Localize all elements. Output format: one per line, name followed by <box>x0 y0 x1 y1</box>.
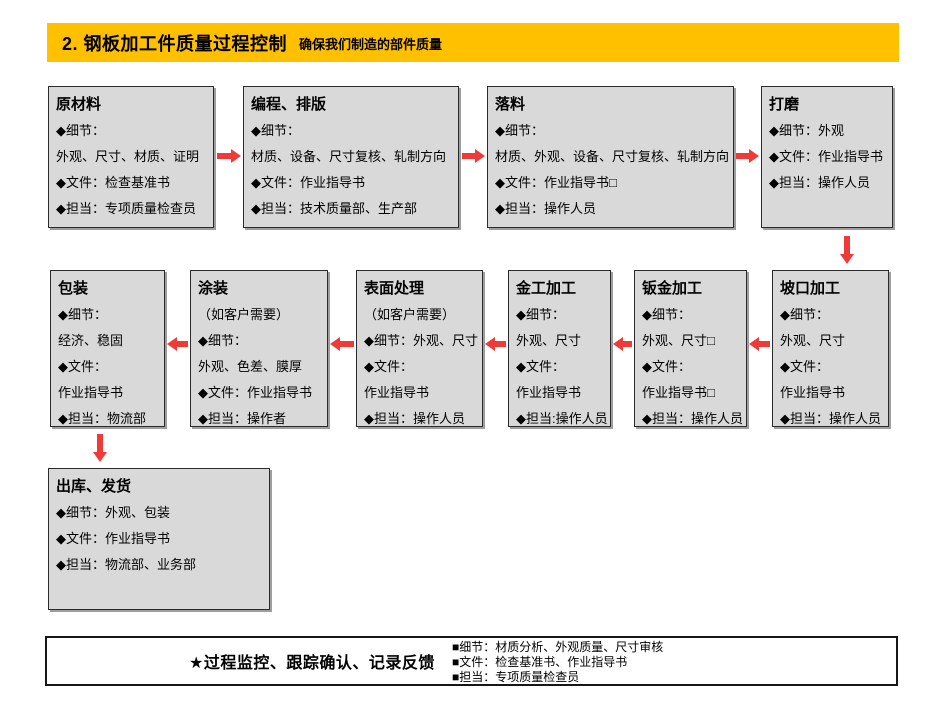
flow-arrow-left-icon <box>613 337 632 351</box>
footer-items: ■细节：材质分析、外观质量、尺寸审核 ■文件：检查基准书、作业指导书 ■担当：专… <box>452 640 663 685</box>
page-subtitle: 确保我们制造的部件质量 <box>299 37 443 52</box>
process-box-line: ◆文件：作业指导书 <box>56 531 170 546</box>
flow-arrow-right-icon <box>736 149 759 163</box>
process-box-raw-material: 原材料 ◆细节： 外观、尺寸、材质、证明 ◆文件：检查基准书 ◆担当：专项质量检… <box>48 86 214 228</box>
process-box-line: 作业指导书 <box>364 385 430 400</box>
process-box-line: 外观、尺寸 <box>780 333 846 348</box>
process-box-line: （如客户需要） <box>364 307 456 322</box>
process-box-line: 作业指导书 <box>780 385 846 400</box>
flow-arrow-down-icon <box>93 434 107 462</box>
process-box-title: 表面处理 <box>364 280 425 297</box>
process-box-packaging: 包装 ◆细节： 经济、稳固 ◆文件： 作业指导书 ◆担当：物流部 <box>50 270 165 427</box>
process-box-title: 涂装 <box>198 280 229 297</box>
process-box-line: ◆担当：物流部、业务部 <box>56 557 196 572</box>
footer-item: ■担当：专项质量检查员 <box>452 670 580 684</box>
process-box-line: 作业指导书 <box>58 385 124 400</box>
process-box-metalworking: 金工加工 ◆细节： 外观、尺寸 ◆文件： 作业指导书 ◆担当:操作人员 <box>508 270 611 427</box>
footer-highlight: ★过程监控、跟踪确认、记录反馈 <box>189 655 435 672</box>
process-box-title: 钣金加工 <box>642 280 703 297</box>
process-box-line: ◆文件： <box>780 359 829 374</box>
process-box-line: ◆文件：作业指导书 <box>251 175 365 190</box>
title-banner: 2. 钢板加工件质量过程控制 确保我们制造的部件质量 <box>47 23 899 62</box>
process-box-grinding: 打磨 ◆细节：外观 ◆文件：作业指导书 ◆担当：操作人员 <box>761 86 893 228</box>
process-box-line: ◆担当：技术质量部、生产部 <box>251 201 417 216</box>
process-box-title: 编程、排版 <box>251 96 327 113</box>
process-box-line: ◆文件：作业指导书 <box>198 385 312 400</box>
process-box-line: （如客户需要） <box>198 307 290 322</box>
process-box-line: ◆细节：外观、尺寸 <box>364 333 478 348</box>
process-box-line: ◆担当：操作人员 <box>364 411 465 426</box>
process-box-line: 作业指导书□ <box>642 385 715 400</box>
process-box-line: ◆担当：物流部 <box>58 411 146 426</box>
process-box-line: ◆细节： <box>198 333 247 348</box>
process-box-line: ◆细节： <box>642 307 691 322</box>
flow-arrow-left-icon <box>167 337 188 351</box>
process-box-line: ◆文件： <box>642 359 691 374</box>
process-box-line: 材质、外观、设备、尺寸复核、轧制方向 <box>495 149 730 164</box>
flow-arrow-right-icon <box>217 149 241 163</box>
process-box-surface-treatment: 表面处理 （如客户需要） ◆细节：外观、尺寸 ◆文件： 作业指导书 ◆担当：操作… <box>356 270 483 427</box>
footer-item: ■细节：材质分析、外观质量、尺寸审核 <box>452 640 664 654</box>
footer-bar: ★过程监控、跟踪确认、记录反馈 ■细节：材质分析、外观质量、尺寸审核 ■文件：检… <box>45 636 898 686</box>
process-box-title: 原材料 <box>56 96 102 113</box>
process-box-line: ◆细节： <box>251 123 300 138</box>
process-box-line: ◆担当：操作者 <box>198 411 286 426</box>
process-box-line: ◆文件：检查基准书 <box>56 175 170 190</box>
process-box-painting: 涂装 （如客户需要） ◆细节： 外观、色差、膜厚 ◆文件：作业指导书 ◆担当：操… <box>190 270 328 427</box>
process-box-line: 外观、尺寸□ <box>642 333 715 348</box>
process-box-line: 外观、尺寸、材质、证明 <box>56 149 200 164</box>
process-box-line: ◆担当：操作人员 <box>780 411 881 426</box>
process-box-line: ◆担当:操作人员 <box>516 411 608 426</box>
process-box-line: ◆文件： <box>58 359 107 374</box>
process-box-line: 经济、稳固 <box>58 333 124 348</box>
process-box-title: 包装 <box>58 280 89 297</box>
process-box-line: ◆文件： <box>516 359 565 374</box>
process-box-line: ◆细节： <box>780 307 829 322</box>
process-box-sheet-metal: 钣金加工 ◆细节： 外观、尺寸□ ◆文件： 作业指导书□ ◆担当：操作人员 <box>634 270 747 427</box>
process-box-blanking: 落料 ◆细节： 材质、外观、设备、尺寸复核、轧制方向 ◆文件：作业指导书□ ◆担… <box>487 86 734 228</box>
process-box-line: ◆细节： <box>58 307 107 322</box>
process-box-line: ◆细节： <box>516 307 565 322</box>
flow-arrow-down-icon <box>840 236 854 264</box>
flow-arrow-right-icon <box>462 149 485 163</box>
process-box-line: ◆担当：操作人员 <box>642 411 743 426</box>
process-box-line: 外观、色差、膜厚 <box>198 359 303 374</box>
process-box-programming-layout: 编程、排版 ◆细节： 材质、设备、尺寸复核、轧制方向 ◆文件：作业指导书 ◆担当… <box>243 86 459 228</box>
process-box-line: ◆细节： <box>495 123 544 138</box>
process-box-title: 打磨 <box>769 96 800 113</box>
process-box-line: ◆担当：操作人员 <box>495 201 596 216</box>
process-box-title: 落料 <box>495 96 526 113</box>
footer-item: ■文件：检查基准书、作业指导书 <box>452 655 628 669</box>
process-box-line: ◆细节：外观、包装 <box>56 505 170 520</box>
flow-arrow-left-icon <box>485 337 506 351</box>
process-box-line: ◆担当：专项质量检查员 <box>56 201 196 216</box>
process-box-line: ◆文件：作业指导书□ <box>495 175 617 190</box>
process-box-line: ◆担当：操作人员 <box>769 175 870 190</box>
process-box-line: 材质、设备、尺寸复核、轧制方向 <box>251 149 447 164</box>
process-box-line: 作业指导书 <box>516 385 582 400</box>
process-box-shipping: 出库、发货 ◆细节：外观、包装 ◆文件：作业指导书 ◆担当：物流部、业务部 <box>48 468 270 610</box>
process-box-line: ◆细节：外观 <box>769 123 844 138</box>
process-box-title: 金工加工 <box>516 280 577 297</box>
process-box-title: 坡口加工 <box>780 280 841 297</box>
process-box-title: 出库、发货 <box>56 478 132 495</box>
flow-arrow-left-icon <box>749 337 770 351</box>
process-box-beveling: 坡口加工 ◆细节： 外观、尺寸 ◆文件： 作业指导书 ◆担当：操作人员 <box>772 270 889 427</box>
page-title: 2. 钢板加工件质量过程控制 <box>62 33 288 54</box>
flow-arrow-left-icon <box>330 337 354 351</box>
process-box-line: 外观、尺寸 <box>516 333 582 348</box>
process-box-line: ◆文件： <box>364 359 413 374</box>
process-box-line: ◆文件：作业指导书 <box>769 149 883 164</box>
process-box-line: ◆细节： <box>56 123 105 138</box>
